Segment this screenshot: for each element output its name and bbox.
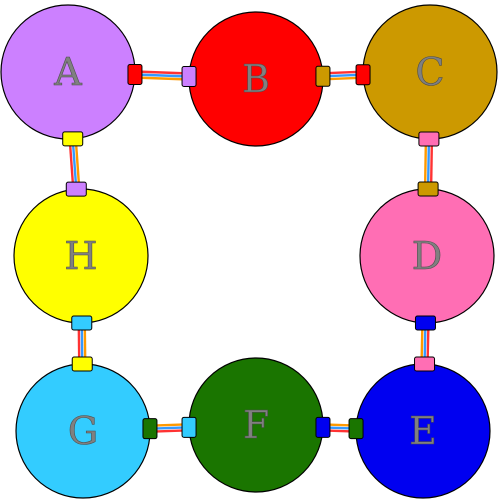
node-a[interactable]: A (0, 4, 136, 140)
edge-stripe (71, 138, 78, 190)
edge-stripe (429, 139, 434, 190)
node-label: F (243, 403, 269, 447)
edge-stripe (134, 76, 189, 81)
node-label: G (68, 409, 98, 453)
edge-c-d (423, 138, 434, 190)
node-e[interactable]: E (355, 363, 491, 499)
edge-stripe (423, 138, 428, 189)
node-h[interactable]: H (13, 188, 149, 324)
node-label: B (242, 57, 270, 101)
node-label: E (409, 409, 437, 453)
port-d-to-c (417, 181, 439, 197)
port-f-to-g (181, 416, 197, 438)
port-a-to-b (127, 63, 143, 85)
edge-stripe (135, 70, 190, 75)
edge-stripe (134, 73, 190, 78)
nodes-layer: A B C D E F G H (0, 4, 498, 499)
node-g[interactable]: G (15, 363, 151, 499)
port-e-to-d (414, 356, 436, 372)
port-c-to-b (355, 64, 371, 86)
node-label: C (415, 50, 444, 94)
node-f[interactable]: F (188, 357, 324, 493)
edge-stripe (74, 138, 81, 190)
port-g-to-f (142, 418, 158, 440)
node-label: A (53, 50, 82, 94)
edge-a-b (134, 70, 190, 81)
port-c-to-d (418, 131, 440, 147)
node-d[interactable]: D (359, 188, 495, 324)
port-b-to-c (315, 65, 331, 87)
edge-stripe (426, 138, 431, 190)
port-g-to-h (71, 356, 93, 372)
port-b-to-a (181, 66, 197, 88)
edge-h-a (68, 138, 81, 190)
node-label: H (64, 234, 97, 278)
port-h-to-g (71, 315, 93, 331)
node-c[interactable]: C (362, 4, 498, 140)
port-a-to-h (62, 131, 84, 147)
port-d-to-e (414, 315, 436, 331)
node-label: D (412, 234, 442, 278)
edge-stripe (68, 138, 75, 190)
port-f-to-e (315, 416, 331, 438)
node-b[interactable]: B (188, 11, 324, 147)
port-e-to-f (348, 418, 364, 440)
ports-layer (62, 63, 440, 440)
port-h-to-a (65, 181, 87, 197)
